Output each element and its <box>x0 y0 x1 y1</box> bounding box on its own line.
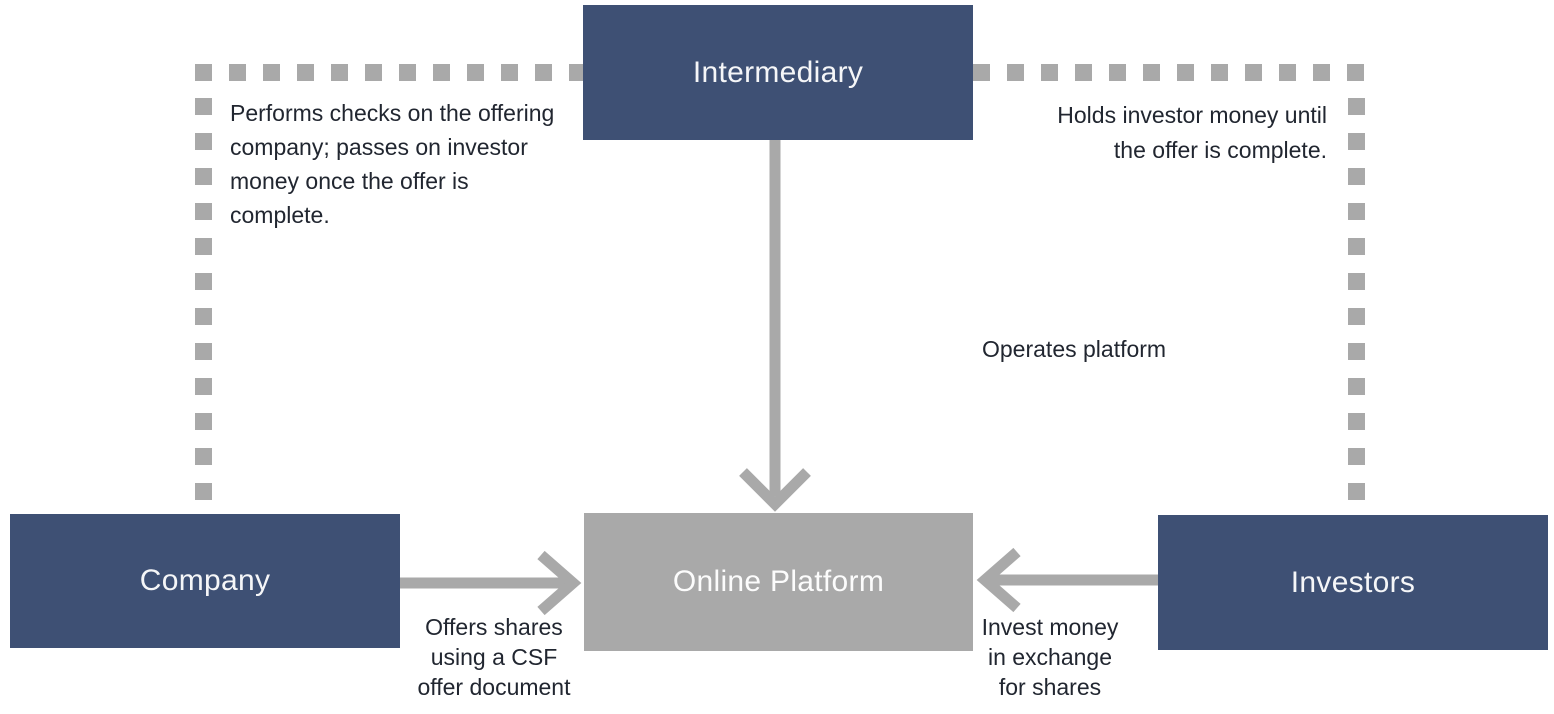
annotation-company-platform: Offers shares using a CSF offer document <box>417 614 571 700</box>
dashed-connector-intermediary-investors-horizontal <box>973 64 1365 81</box>
annotation-intermediary-company: Performs checks on the offering company;… <box>230 100 555 228</box>
node-intermediary: Intermediary <box>583 5 973 140</box>
annotation-intermediary-investors: Holds investor money until the offer is … <box>1057 102 1327 163</box>
dashed-connector-intermediary-investors-vertical <box>1348 98 1365 504</box>
dashed-connector-intermediary-company-vertical <box>195 98 212 504</box>
arrow-investors-to-platform <box>973 545 1158 615</box>
node-company: Company <box>10 514 400 648</box>
node-online-platform: Online Platform <box>584 513 973 651</box>
annotation-operates-platform: Operates platform <box>982 336 1167 362</box>
arrow-down-icon <box>739 140 811 512</box>
arrow-right-icon <box>400 550 582 616</box>
arrow-intermediary-to-platform <box>730 140 820 512</box>
node-intermediary-label: Intermediary <box>692 55 864 89</box>
dashed-connector-intermediary-company-horizontal <box>195 64 583 81</box>
node-online-platform-label: Online Platform <box>672 565 885 598</box>
node-company-label: Company <box>139 564 271 597</box>
arrow-left-icon <box>976 547 1158 613</box>
node-investors-label: Investors <box>1290 565 1416 599</box>
node-investors: Investors <box>1158 515 1548 650</box>
arrow-company-to-platform <box>400 548 582 618</box>
annotation-investors-platform: Invest money in exchange for shares <box>981 614 1119 700</box>
